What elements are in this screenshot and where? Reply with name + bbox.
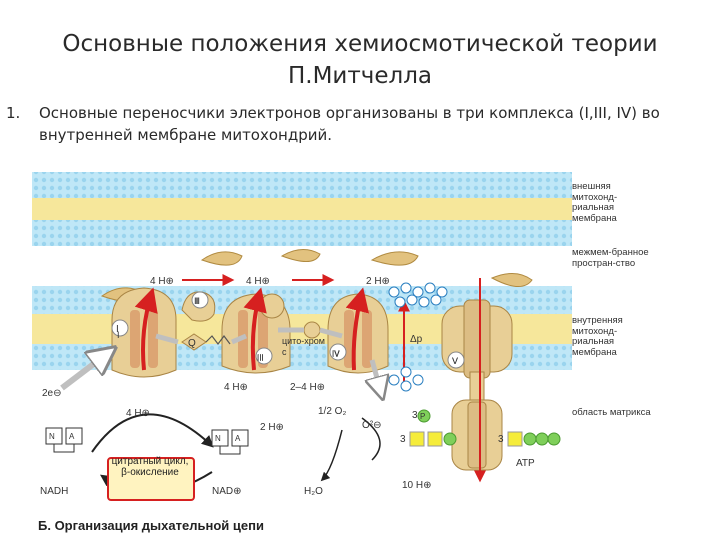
label-nad-n: N [215, 434, 221, 443]
label-q: Q [188, 338, 196, 349]
negative-cluster [388, 366, 424, 392]
proton-arrow-complex-I [134, 287, 158, 371]
label-half-o2: 1/2 O₂ [318, 406, 347, 417]
label-citrate-cycle: цитратный цикл, β-окисление [111, 456, 189, 478]
complex-II [181, 291, 216, 322]
label-h2-matrix: 2 H⊕ [260, 422, 284, 433]
label-h10: 10 H⊕ [402, 480, 432, 491]
svg-text:I: I [116, 324, 119, 335]
svg-text:II: II [195, 296, 200, 306]
porin-3 [370, 251, 419, 266]
label-h2-4: 2–4 H⊕ [290, 382, 326, 393]
label-complex-V: V [452, 356, 459, 366]
proton-arrow-complex-IV [345, 287, 369, 371]
citrate-cycle-box [107, 457, 195, 501]
nad-icon [211, 429, 249, 455]
label-pi-num: 3 [412, 410, 418, 421]
label-h4-left: 4 H⊕ [150, 276, 174, 287]
label-h2o: H₂O [304, 486, 323, 497]
label-cytochrome-c: цито-хром c [282, 336, 325, 357]
label-outer-membrane: внешняя митохонд-риальная мембрана [572, 181, 618, 224]
complex-V [441, 299, 513, 471]
label-nadh-n: N [49, 432, 55, 441]
label-complex-I: I [117, 330, 120, 340]
pi-icon [417, 409, 431, 423]
title-line-2: П.Митчелла [287, 63, 433, 89]
label-matrix: область матрикса [572, 407, 651, 418]
nadh-oxidation-arrow [91, 413, 214, 453]
complex-IV [327, 293, 389, 374]
water-arrow [320, 429, 343, 482]
figure-illustration: I II III IV [32, 172, 572, 501]
label-complex-II: II [194, 296, 200, 306]
adp-icon [409, 431, 457, 447]
label-h4-matrix-left: 4 H⊕ [126, 408, 150, 419]
svg-text:V: V [452, 356, 458, 366]
nadh-icon [45, 427, 83, 453]
electron-path-1 [155, 333, 179, 345]
label-nadh: NADH [40, 486, 69, 497]
bullet-text: Основные переносчики электронов организо… [39, 104, 660, 144]
electron-entry-arrow [60, 350, 112, 391]
label-adp-num: 3 [400, 434, 406, 445]
outer-membrane [32, 172, 572, 246]
porin-2 [280, 249, 321, 262]
atp-icon [507, 431, 561, 447]
slide-title: Основные положения хемиосмотической теор… [0, 28, 720, 92]
label-nadh-a: A [69, 432, 75, 441]
label-nad-a: A [235, 434, 241, 443]
svg-text:III: III [257, 353, 264, 362]
label-nad: NAD⊕ [212, 486, 242, 497]
oxygen-curve [361, 417, 381, 461]
respiratory-chain-figure: I II III IV [32, 160, 652, 540]
svg-text:IV: IV [332, 349, 340, 358]
porin-1 [200, 251, 243, 266]
label-h2-top: 2 H⊕ [366, 276, 390, 287]
label-o2-minus: O²⊖ [362, 420, 382, 431]
label-h4-matrix-mid: 4 H⊕ [224, 382, 248, 393]
electron-to-oxygen [372, 359, 382, 396]
label-atp: ATP [516, 458, 535, 469]
porin-4 [490, 273, 533, 287]
ubiquinone-q [181, 333, 231, 351]
figure-caption: Б. Организация дыхательной цепи [38, 518, 264, 533]
label-electrons: 2e⊖ [42, 388, 62, 399]
label-h4-middle: 4 H⊕ [246, 276, 270, 287]
label-atp-num: 3 [498, 434, 504, 445]
label-complex-IV: IV [332, 350, 340, 359]
label-pi-letter: P [420, 412, 426, 421]
electron-path-2 [231, 333, 247, 345]
bullet-number: 1. [6, 104, 21, 122]
label-delta-p: Δp [410, 334, 423, 345]
label-inner-membrane: внутренняя митохонд-риальная мембрана [572, 315, 623, 358]
label-intermembrane-space: межмем-бранное простран-ство [572, 247, 649, 269]
proton-arrow-complex-III [243, 287, 267, 371]
title-line-1: Основные положения хемиосмотической теор… [62, 31, 658, 57]
label-complex-III: III [257, 354, 264, 363]
proton-cluster [388, 282, 448, 308]
electron-path-4 [319, 327, 343, 339]
